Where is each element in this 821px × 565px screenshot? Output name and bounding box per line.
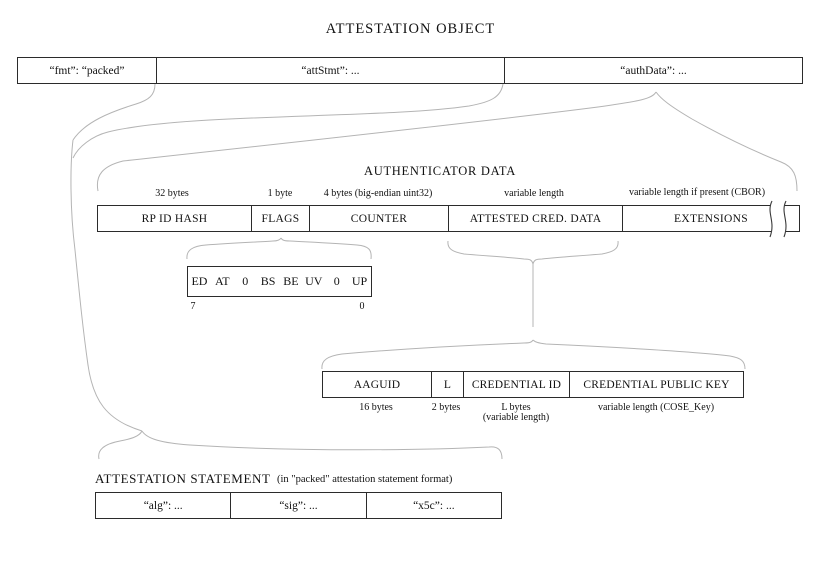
bit-ed: ED xyxy=(191,274,208,288)
field-credential-id: CREDENTIAL ID xyxy=(463,372,569,397)
field-attested-cred-data: ATTESTED CRED. DATA xyxy=(448,206,622,231)
bit-uv: UV xyxy=(302,267,325,296)
attestation-object-row: “fmt”: “packed” “attStmt”: ... “authData… xyxy=(17,57,803,84)
authenticator-data-row: RP ID HASH FLAGS COUNTER ATTESTED CRED. … xyxy=(97,205,800,232)
field-counter: COUNTER xyxy=(309,206,448,231)
size-label-counter: 4 bytes (big-endian uint32) xyxy=(323,188,433,199)
field-flags: FLAGS xyxy=(251,206,309,231)
funnel-fmt-line xyxy=(72,83,156,141)
bit-at: AT xyxy=(211,267,234,296)
acd-underbrace-right xyxy=(532,240,619,265)
authenticator-data-title: AUTHENTICATOR DATA xyxy=(364,164,516,178)
cell-fmt: “fmt”: “packed” xyxy=(49,64,125,77)
field-aaguid: AAGUID xyxy=(353,378,401,391)
flags-brace-left xyxy=(186,237,282,260)
authdata-brace-right xyxy=(655,91,798,192)
size-label-length: 2 bytes xyxy=(431,402,461,413)
field-extensions: EXTENSIONS xyxy=(622,206,799,231)
diagram-title: ATTESTATION OBJECT xyxy=(325,21,496,37)
cell-sig: “sig”: ... xyxy=(230,493,365,518)
field-length: L xyxy=(431,372,463,397)
attestation-statement-note: (in "packed" attestation statement forma… xyxy=(277,474,453,485)
cell-attstmt: “attStmt”: ... xyxy=(156,58,504,83)
acd-overbrace-left xyxy=(321,339,534,370)
cell-alg: “alg”: ... xyxy=(143,499,183,512)
field-rp-id-hash: RP ID HASH xyxy=(141,212,208,225)
flags-brace-right xyxy=(280,237,372,260)
bit-up: UP xyxy=(348,267,371,296)
bit-index-msb: 7 xyxy=(190,301,196,312)
size-label-credential-id-line2: (variable length) xyxy=(482,412,550,423)
size-label-credential-id-line1: L bytes xyxy=(501,402,531,413)
stmt-brace-right xyxy=(141,430,503,460)
bit-rfu-6: 0 xyxy=(234,267,257,296)
funnel-attstmt-line xyxy=(72,83,504,159)
attestation-statement-title: ATTESTATION STATEMENT xyxy=(95,471,271,486)
bit-rfu-1: 0 xyxy=(325,267,348,296)
size-label-credential-public-key: variable length (COSE_Key) xyxy=(597,402,715,413)
size-label-flags: 1 byte xyxy=(267,188,293,199)
acd-overbrace-right xyxy=(532,339,746,370)
flags-bitfield: ED AT 0 BS BE UV 0 UP xyxy=(187,266,372,297)
cell-x5c: “x5c”: ... xyxy=(365,493,501,518)
bit-index-lsb: 0 xyxy=(359,301,365,312)
attestation-statement-row: “alg”: ... “sig”: ... “x5c”: ... xyxy=(95,492,502,519)
stmt-brace-left xyxy=(98,430,143,460)
cell-authdata: “authData”: ... xyxy=(504,58,802,83)
size-label-aaguid: 16 bytes xyxy=(359,402,393,413)
bit-be: BE xyxy=(280,267,303,296)
size-label-attested-cred-data: variable length xyxy=(504,188,564,199)
size-label-rpidhash: 32 bytes xyxy=(155,188,189,199)
size-label-extensions: variable length if present (CBOR) xyxy=(628,187,766,198)
field-credential-public-key: CREDENTIAL PUBLIC KEY xyxy=(569,372,743,397)
acd-underbrace-left xyxy=(447,240,534,265)
attested-credential-data-row: AAGUID L CREDENTIAL ID CREDENTIAL PUBLIC… xyxy=(322,371,744,398)
funnel-main-line xyxy=(70,139,143,432)
bit-bs: BS xyxy=(257,267,280,296)
